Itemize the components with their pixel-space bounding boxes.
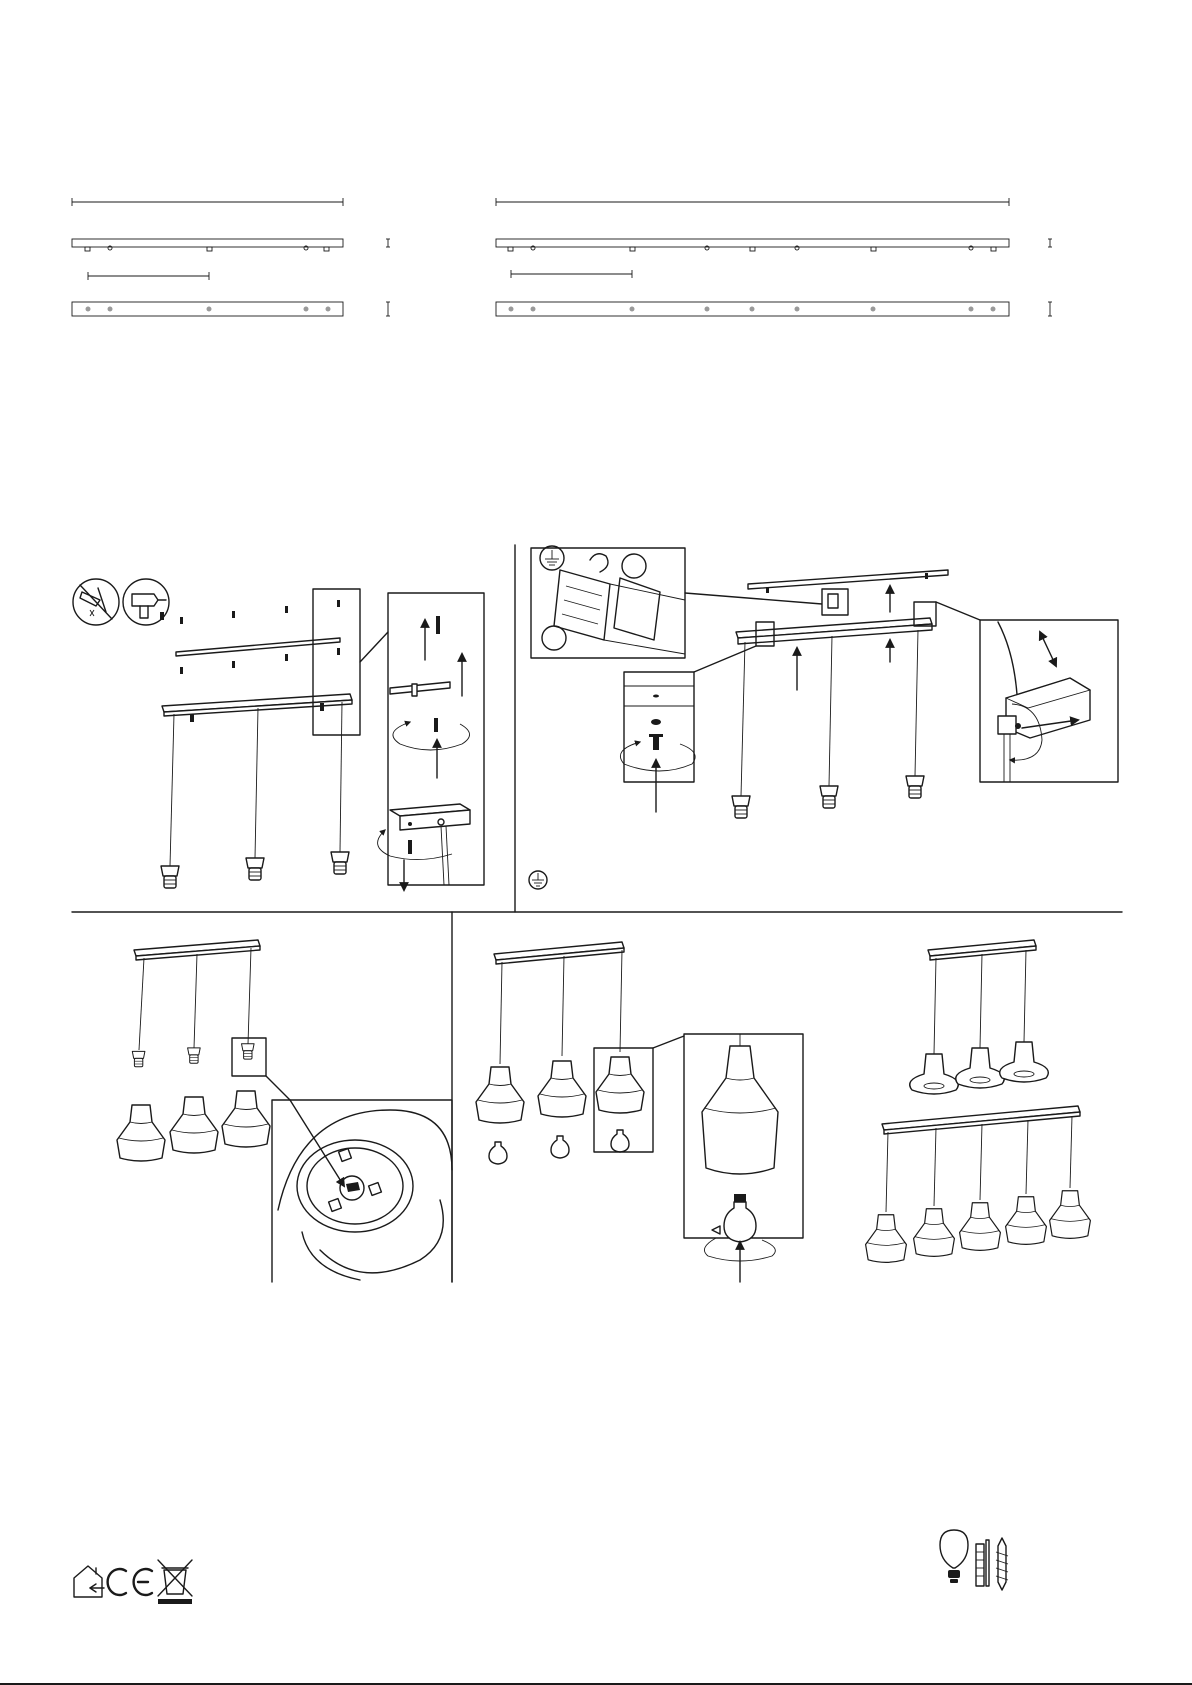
step-wiring-and-mounting bbox=[529, 546, 1118, 889]
ceiling-bracket bbox=[748, 570, 948, 589]
wall-anchors bbox=[180, 600, 340, 674]
result-variants bbox=[866, 940, 1091, 1262]
weee-crossed-bin-icon bbox=[158, 1560, 192, 1604]
ground-symbol-icon bbox=[545, 550, 559, 565]
mounting-bracket bbox=[176, 638, 340, 656]
ce-mark-icon bbox=[108, 1569, 152, 1595]
terminal-block-detail bbox=[531, 546, 685, 658]
canopy-end-detail bbox=[980, 620, 1118, 782]
bracket-detail-callout bbox=[378, 593, 484, 890]
screw-icon bbox=[996, 1538, 1008, 1590]
ground-symbol-icon bbox=[529, 871, 547, 889]
bulb-insertion-detail bbox=[684, 1034, 803, 1282]
canopy-screw-detail bbox=[620, 646, 756, 812]
canopy-dimension-drawing-5-light bbox=[496, 198, 1052, 316]
canopy-dimension-drawing-3-light bbox=[72, 198, 390, 316]
step-insert-bulbs bbox=[476, 942, 803, 1282]
wall-plug-icon bbox=[976, 1540, 989, 1586]
power-screwdriver-icon bbox=[123, 579, 169, 625]
light-bulb-icon bbox=[940, 1530, 968, 1583]
panel-dividers bbox=[72, 545, 1122, 1282]
shade-interior-detail bbox=[272, 1100, 452, 1282]
indoor-use-icon bbox=[74, 1566, 104, 1597]
step-mounting-bracket bbox=[73, 579, 484, 890]
step-attach-shades bbox=[117, 940, 452, 1282]
no-tools-icon bbox=[73, 579, 119, 625]
